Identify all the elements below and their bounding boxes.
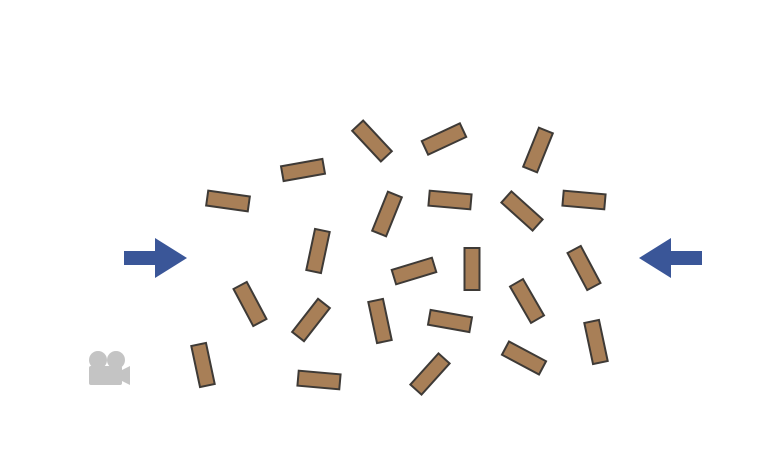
rod-18 <box>508 277 546 325</box>
rod-7 <box>427 189 473 211</box>
rod-6 <box>370 190 404 238</box>
rod-5 <box>205 189 251 213</box>
rod-16 <box>367 297 393 345</box>
rod-14 <box>232 280 268 328</box>
rod-4 <box>279 157 327 183</box>
rod-21 <box>296 369 342 391</box>
rod-11 <box>390 256 438 286</box>
rod-1 <box>350 119 394 163</box>
rod-3 <box>521 126 555 174</box>
rod-9 <box>561 189 607 211</box>
rod-13 <box>566 244 602 292</box>
rod-20 <box>190 341 216 389</box>
rod-2 <box>420 121 468 157</box>
rods-group <box>190 119 609 397</box>
rod-8 <box>499 189 545 233</box>
rod-12 <box>463 247 481 291</box>
left-arrow <box>124 238 187 278</box>
rod-15 <box>290 297 332 343</box>
rod-17 <box>426 308 474 334</box>
rod-23 <box>500 340 548 376</box>
rod-10 <box>305 227 331 275</box>
rod-22 <box>408 351 452 397</box>
rod-19 <box>583 318 609 366</box>
right-arrow <box>639 238 702 278</box>
video-camera-icon[interactable] <box>89 351 130 385</box>
